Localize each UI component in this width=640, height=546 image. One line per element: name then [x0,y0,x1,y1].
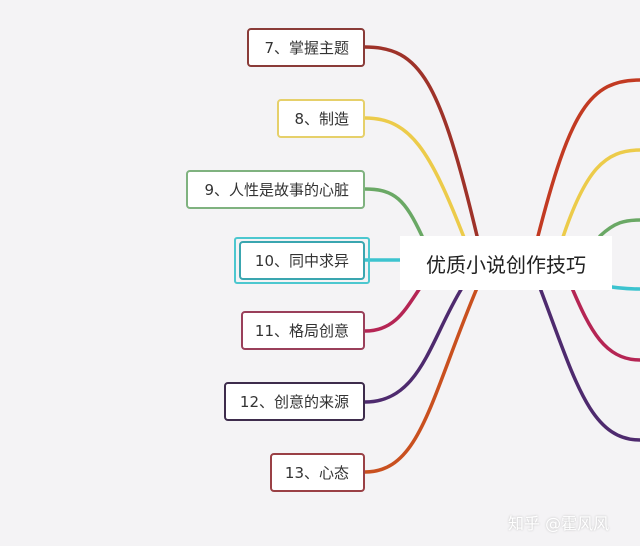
central-topic[interactable]: 优质小说创作技巧 [400,236,612,290]
branch-node-13[interactable]: 13、心态 [270,453,365,492]
branch-node-11[interactable]: 11、格局创意 [241,311,365,350]
watermark: 知乎 @霍风风 [508,514,610,533]
central-topic-label: 优质小说创作技巧 [426,252,586,277]
link-right-2 [560,148,640,242]
link-7 [363,45,480,242]
branch-node-7[interactable]: 7、掌握主题 [247,28,365,67]
branch-node-10[interactable]: 10、同中求异 [239,241,365,280]
branch-label: 10、同中求异 [254,252,349,270]
link-right-3 [598,218,640,238]
link-8 [363,116,467,242]
link-11 [363,283,424,333]
branch-label: 9、人性是故事的心脏 [204,181,349,199]
link-right-5 [570,286,640,362]
branch-node-8[interactable]: 8、制造 [277,99,365,138]
link-9 [363,187,424,238]
branch-node-12[interactable]: 12、创意的来源 [224,382,365,421]
branch-label: 13、心态 [284,464,349,482]
link-12 [363,286,464,404]
link-right-1 [535,78,640,242]
link-13 [363,286,479,474]
selection-outline [234,237,370,284]
branch-label: 11、格局创意 [254,322,349,340]
branch-node-9[interactable]: 9、人性是故事的心脏 [186,170,365,209]
branch-label: 12、创意的来源 [239,393,349,411]
branch-label: 7、掌握主题 [264,39,349,57]
branch-label: 8、制造 [294,110,349,128]
link-right-6 [538,286,640,442]
